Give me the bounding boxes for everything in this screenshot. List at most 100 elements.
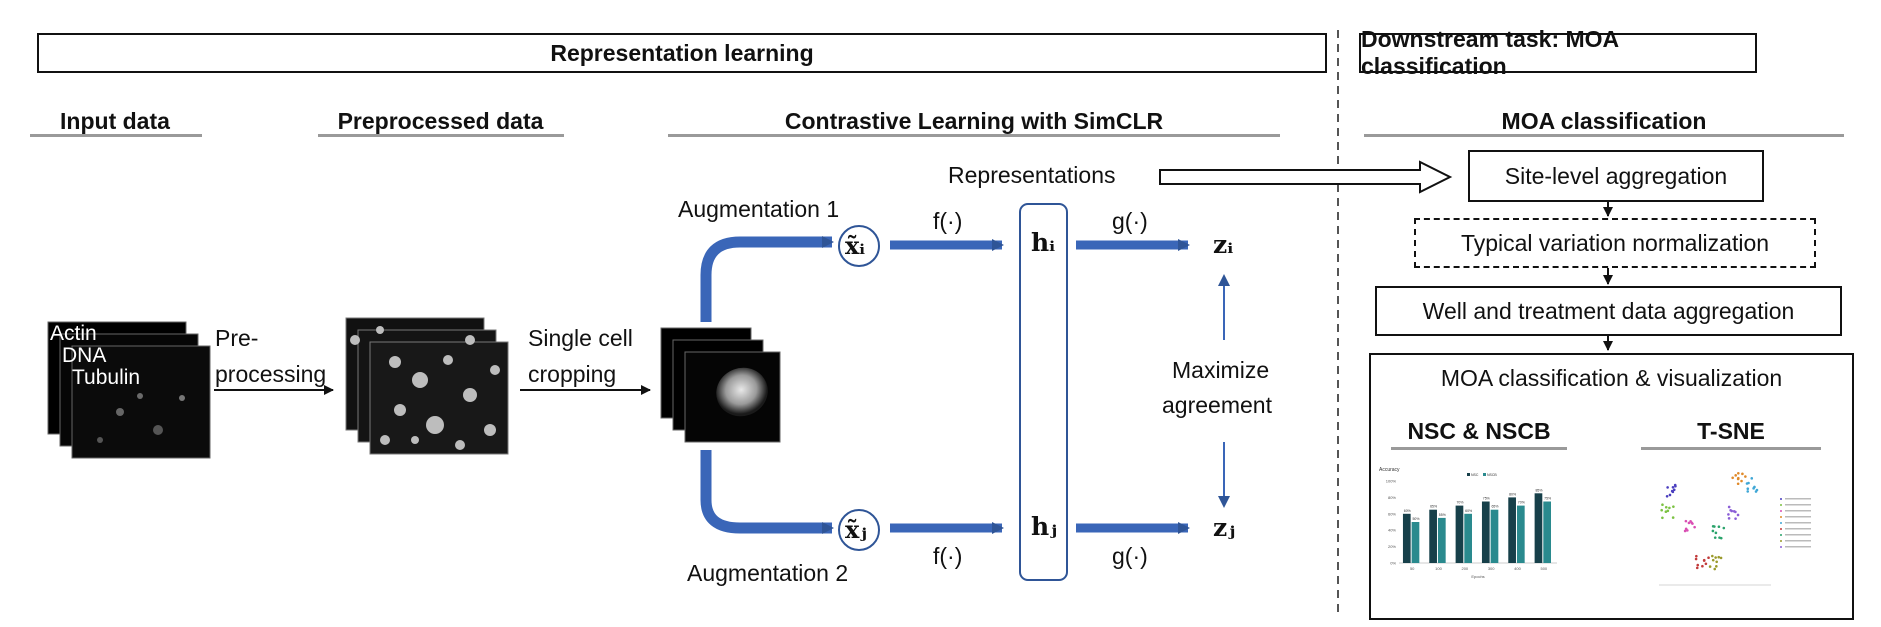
site-aggregation-box: Site-level aggregation bbox=[1468, 150, 1764, 202]
tsne-point bbox=[1660, 508, 1663, 512]
section-preprocessed-rule bbox=[318, 134, 564, 137]
arrow-aug1 bbox=[700, 236, 834, 322]
panel-title-downstream: Downstream task: MOA classification bbox=[1359, 26, 1757, 79]
panel-title-text: Representation learning bbox=[550, 39, 814, 66]
tsne-point bbox=[1734, 474, 1737, 477]
data-label: 85% bbox=[1535, 488, 1542, 492]
step-cropping-line1: Single cell bbox=[528, 325, 633, 351]
x-tick-label: 500 bbox=[1540, 566, 1547, 571]
f-bottom-label: f(·) bbox=[933, 543, 963, 569]
tsne-point bbox=[1752, 487, 1755, 490]
tsne-point bbox=[1729, 508, 1732, 512]
tsne-legend-text bbox=[1785, 510, 1811, 512]
step-preprocessing-line1: Pre- bbox=[215, 325, 259, 351]
hj-label: hⱼ bbox=[1031, 512, 1058, 541]
preprocessed-image-stack bbox=[345, 317, 509, 455]
y-tick-label: 60% bbox=[1388, 511, 1396, 516]
channel-dna: DNA bbox=[62, 344, 107, 367]
tsne-point bbox=[1722, 526, 1726, 530]
data-label: 55% bbox=[1439, 513, 1446, 517]
moa-viz-title: MOA classification & visualization bbox=[1440, 365, 1783, 391]
tsne-point bbox=[1731, 476, 1734, 480]
tsne-point bbox=[1740, 479, 1743, 483]
tsne-point bbox=[1702, 559, 1706, 562]
tsne-point bbox=[1671, 485, 1675, 489]
nsc-title: NSC & NSCB bbox=[1407, 418, 1551, 444]
panel-title-text: Downstream task: MOA classification bbox=[1361, 26, 1619, 79]
tsne-point bbox=[1755, 488, 1759, 492]
x-tick-label: 50 bbox=[1410, 566, 1415, 571]
tsne-point bbox=[1668, 493, 1672, 497]
tsne-point bbox=[1737, 476, 1740, 480]
data-label: 75% bbox=[1483, 497, 1490, 501]
tsne-point bbox=[1689, 520, 1692, 523]
tsne-point bbox=[1715, 565, 1718, 568]
bar bbox=[1543, 501, 1551, 563]
tsne-point bbox=[1736, 513, 1740, 517]
data-label: 80% bbox=[1509, 492, 1516, 496]
section-contrastive-rule bbox=[668, 134, 1280, 137]
xj-label: x̃ⱼ bbox=[845, 515, 867, 544]
g-bottom-label: g(·) bbox=[1112, 543, 1148, 569]
bar bbox=[1516, 505, 1525, 563]
tsne-point bbox=[1718, 536, 1721, 539]
tsne-point bbox=[1713, 536, 1717, 539]
tsne-point bbox=[1727, 517, 1731, 520]
encoder-h-box bbox=[1019, 203, 1068, 581]
channel-tubulin: Tubulin bbox=[72, 366, 141, 389]
tsne-point bbox=[1684, 519, 1688, 523]
moa-viz-box: MOA classification & visualization NSC &… bbox=[1369, 353, 1854, 620]
augmentation-1-label: Augmentation 1 bbox=[678, 196, 840, 222]
section-moa: MOA classification bbox=[1501, 108, 1707, 134]
tsne-point bbox=[1727, 513, 1730, 516]
panel-title-representation-learning: Representation learning bbox=[37, 33, 1327, 73]
tsne-point bbox=[1714, 531, 1718, 535]
bar bbox=[1455, 505, 1464, 563]
y-tick-label: 80% bbox=[1388, 495, 1396, 500]
x-tick-label: 100 bbox=[1435, 566, 1442, 571]
legend-swatch bbox=[1483, 473, 1486, 476]
tsne-point bbox=[1693, 525, 1696, 529]
tsne-legend-text bbox=[1785, 528, 1811, 530]
channel-actin: Actin bbox=[50, 322, 97, 345]
data-label: 65% bbox=[1430, 505, 1437, 509]
tsne-point bbox=[1736, 482, 1740, 486]
step-preprocessing-line2: processing bbox=[215, 361, 327, 387]
tsne-legend-marker bbox=[1780, 540, 1782, 542]
legend-swatch bbox=[1467, 473, 1470, 476]
tsne-legend-text bbox=[1785, 546, 1811, 548]
tsne-legend-text bbox=[1785, 522, 1811, 524]
bar bbox=[1464, 513, 1472, 563]
tsne-point bbox=[1737, 471, 1740, 475]
well-aggregation-text: Well and treatment data aggregation bbox=[1422, 297, 1795, 324]
x-tick-label: 400 bbox=[1514, 566, 1521, 571]
xj-circle bbox=[838, 509, 880, 551]
tsne-point bbox=[1708, 565, 1712, 568]
bar bbox=[1481, 501, 1490, 563]
tsne-point bbox=[1713, 567, 1717, 571]
g-top-label: g(·) bbox=[1112, 208, 1148, 234]
typical-normalization-box: Typical variation normalization bbox=[1414, 218, 1816, 268]
tsne-point bbox=[1701, 564, 1704, 568]
tsne-point bbox=[1683, 529, 1687, 533]
tsne-point bbox=[1744, 475, 1747, 478]
tsne-point bbox=[1694, 557, 1698, 561]
tsne-point bbox=[1741, 472, 1744, 476]
tsne-point bbox=[1717, 555, 1721, 559]
tsne-legend-marker bbox=[1780, 504, 1782, 506]
data-label: 75% bbox=[1544, 497, 1551, 501]
tsne-legend-text bbox=[1785, 504, 1811, 506]
tsne-point bbox=[1666, 509, 1670, 513]
section-input-rule bbox=[30, 134, 202, 137]
section-contrastive: Contrastive Learning with SimCLR bbox=[784, 108, 1164, 134]
tsne-scatter bbox=[1659, 471, 1811, 586]
zi-label: zᵢ bbox=[1213, 230, 1234, 259]
augmentation-2-label: Augmentation 2 bbox=[687, 560, 849, 586]
tsne-legend-marker bbox=[1780, 510, 1782, 512]
bar bbox=[1402, 513, 1411, 563]
tsne-point bbox=[1672, 488, 1676, 492]
tsne-legend-text bbox=[1785, 540, 1811, 542]
tsne-title: T-SNE bbox=[1697, 418, 1765, 444]
tsne-point bbox=[1672, 505, 1675, 508]
legend-label: NSCB bbox=[1487, 473, 1497, 477]
